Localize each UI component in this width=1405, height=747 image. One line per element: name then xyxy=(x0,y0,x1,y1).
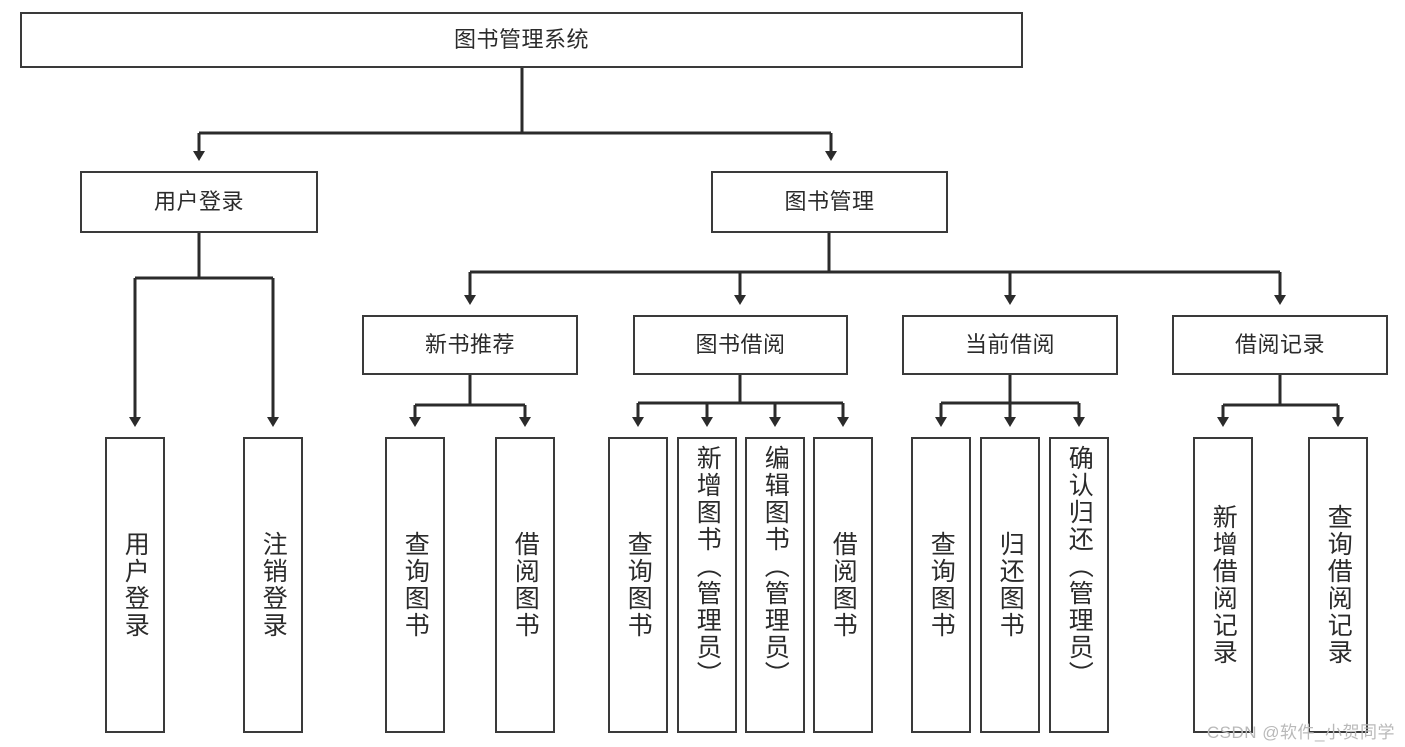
leaf-borrow-book[interactable]: 借阅图书 xyxy=(813,437,873,733)
node-label: 借阅记录 xyxy=(1234,331,1325,357)
node-label: 查询图书 xyxy=(927,531,956,639)
node-label: 查询图书 xyxy=(624,531,653,639)
node-label: 借阅图书 xyxy=(829,531,858,639)
leaf-query-borrow-record[interactable]: 查询借阅记录 xyxy=(1308,437,1368,733)
leaf-user-login[interactable]: 用户登录 xyxy=(105,437,165,733)
leaf-add-book-admin[interactable]: 新增图书（管理员） xyxy=(677,437,737,733)
node-label: 注销登录 xyxy=(259,531,288,639)
node-label: 图书管理 xyxy=(784,188,875,214)
node-current-borrow[interactable]: 当前借阅 xyxy=(902,315,1118,375)
leaf-logout[interactable]: 注销登录 xyxy=(243,437,303,733)
node-label: 查询图书 xyxy=(401,531,430,639)
leaf-query-book-current[interactable]: 查询图书 xyxy=(911,437,971,733)
node-root-book-management-system[interactable]: 图书管理系统 xyxy=(20,12,1023,68)
node-label: 查询借阅记录 xyxy=(1324,504,1353,666)
node-label: 图书管理系统 xyxy=(453,26,589,52)
leaf-return-book[interactable]: 归还图书 xyxy=(980,437,1040,733)
node-label: 新书推荐 xyxy=(424,331,515,357)
node-label: 图书借阅 xyxy=(695,331,786,357)
node-label: 当前借阅 xyxy=(964,331,1055,357)
node-user-login[interactable]: 用户登录 xyxy=(80,171,318,233)
leaf-add-borrow-record[interactable]: 新增借阅记录 xyxy=(1193,437,1253,733)
node-new-book-recommendation[interactable]: 新书推荐 xyxy=(362,315,578,375)
node-label: 新增借阅记录 xyxy=(1209,504,1238,666)
node-label: 用户登录 xyxy=(153,188,244,214)
node-label: 借阅图书 xyxy=(511,531,540,639)
node-label: 归还图书 xyxy=(996,531,1025,639)
leaf-query-book-recommend[interactable]: 查询图书 xyxy=(385,437,445,733)
node-book-management[interactable]: 图书管理 xyxy=(711,171,948,233)
node-borrow-record[interactable]: 借阅记录 xyxy=(1172,315,1388,375)
leaf-confirm-return-admin[interactable]: 确认归还（管理员） xyxy=(1049,437,1109,733)
node-label: 用户登录 xyxy=(121,531,150,639)
node-label: 确认归还（管理员） xyxy=(1065,445,1094,688)
leaf-query-book-borrow[interactable]: 查询图书 xyxy=(608,437,668,733)
leaf-edit-book-admin[interactable]: 编辑图书（管理员） xyxy=(745,437,805,733)
node-book-borrow[interactable]: 图书借阅 xyxy=(633,315,848,375)
node-label: 新增图书（管理员） xyxy=(693,445,722,688)
leaf-borrow-book-recommend[interactable]: 借阅图书 xyxy=(495,437,555,733)
node-label: 编辑图书（管理员） xyxy=(761,445,790,688)
